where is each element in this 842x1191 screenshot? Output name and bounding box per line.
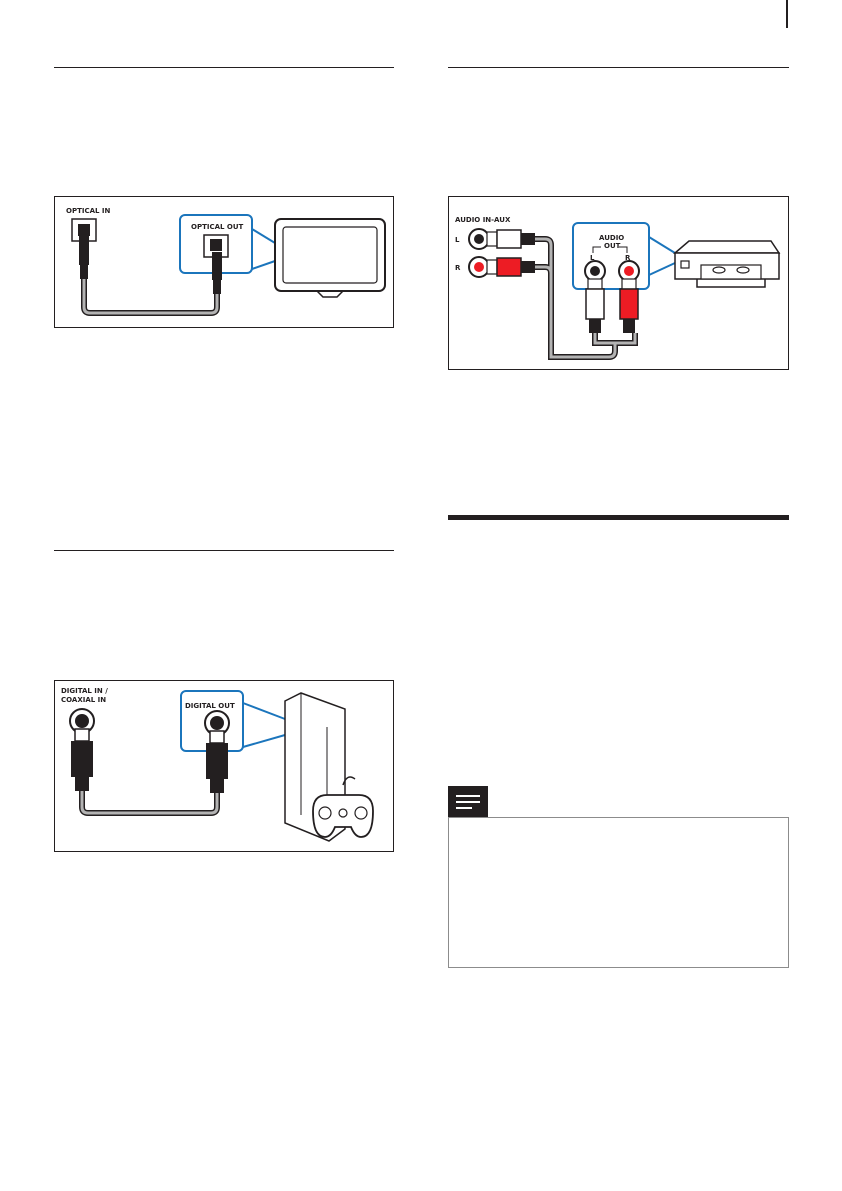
- rca-plug-boot: [521, 261, 535, 273]
- coaxial-cable: [79, 791, 220, 816]
- aux-right-jack-center: [474, 262, 484, 272]
- coaxial-in-label: COAXIAL IN: [61, 696, 106, 704]
- analog-audio-connection-figure: AUDIO IN-AUX L R AUDIO OUT L R: [448, 196, 789, 370]
- aux-left-label: L: [455, 236, 460, 244]
- rca-plug-tip: [486, 259, 498, 275]
- audio-out-left-jack-center: [590, 266, 600, 276]
- audio-out-left-label: L: [590, 254, 595, 262]
- gamepad-dpad: [318, 806, 332, 820]
- audio-out-right-label: R: [625, 254, 631, 262]
- gamepad-buttons: [354, 806, 368, 820]
- red-rca-plug: [496, 257, 522, 277]
- optical-cable: [81, 279, 220, 316]
- optical-plug: [79, 235, 89, 265]
- highlight-pointer: [648, 262, 676, 276]
- rca-plug-tip: [621, 278, 637, 290]
- rca-plug: [206, 743, 228, 779]
- cassette-reel: [712, 266, 726, 274]
- coaxial-connection-figure: DIGITAL IN / COAXIAL IN DIGITAL OUT: [54, 680, 394, 852]
- white-rca-plug: [585, 288, 605, 320]
- aux-left-jack-center: [474, 234, 484, 244]
- note-box: [448, 817, 789, 968]
- coaxial-cable-core: [80, 791, 219, 815]
- rca-plug-boot: [589, 319, 601, 333]
- section-rule: [54, 550, 394, 551]
- optical-cable-core: [82, 279, 219, 315]
- rca-plug-tip: [74, 728, 90, 742]
- tv-screen: [282, 226, 378, 284]
- rca-plug-boot: [75, 777, 89, 791]
- rca-plug-tip: [587, 278, 603, 290]
- highlight-box: [572, 222, 650, 290]
- rca-plug-boot: [210, 779, 224, 793]
- highlight-pointer: [242, 702, 286, 720]
- highlight-pointer: [251, 228, 276, 244]
- white-rca-plug: [496, 229, 522, 249]
- audio-out-right-jack-center: [624, 266, 634, 276]
- optical-socket: [210, 239, 222, 251]
- rca-plug-tip: [486, 231, 498, 247]
- aux-right-label: R: [455, 264, 461, 272]
- audio-in-aux-label: AUDIO IN-AUX: [455, 216, 511, 224]
- digital-out-label: DIGITAL OUT: [185, 702, 235, 710]
- chapter-rule: [448, 515, 789, 520]
- rca-plug-boot: [521, 233, 535, 245]
- coaxial-in-jack-center: [75, 714, 89, 728]
- tv-stand: [316, 290, 344, 298]
- digital-in-label: DIGITAL IN /: [61, 687, 108, 695]
- rca-plug-boot: [623, 319, 635, 333]
- optical-plug-boot: [80, 265, 88, 279]
- red-rca-plug: [619, 288, 639, 320]
- digital-out-jack-center: [210, 716, 224, 730]
- page-edge-rule: [786, 0, 788, 28]
- highlight-pointer: [242, 734, 286, 748]
- cassette-tray: [696, 279, 766, 288]
- cassette-deck-icon: [672, 240, 781, 254]
- section-rule: [54, 67, 394, 68]
- gamepad-cord: [342, 776, 356, 786]
- optical-plug: [212, 252, 222, 280]
- note-icon: [448, 786, 488, 818]
- audio-out-label: AUDIO: [599, 234, 624, 242]
- deck-button: [680, 260, 690, 269]
- optical-socket: [78, 224, 90, 236]
- cassette-reel: [736, 266, 750, 274]
- optical-connection-figure: OPTICAL IN OPTICAL OUT: [54, 196, 394, 328]
- gamepad-center-button: [338, 808, 348, 818]
- audio-out-label-line2: OUT: [604, 242, 621, 250]
- rca-plug-tip: [209, 730, 225, 744]
- optical-in-label: OPTICAL IN: [66, 207, 111, 215]
- section-rule: [448, 67, 789, 68]
- rca-plug: [71, 741, 93, 777]
- highlight-pointer: [251, 260, 276, 270]
- gamepad-icon: [312, 794, 374, 838]
- highlight-pointer: [648, 236, 676, 254]
- analog-cable-core: [535, 237, 637, 359]
- optical-plug-boot: [213, 280, 221, 294]
- cassette-slot: [700, 264, 762, 280]
- out-bracket: [592, 246, 628, 253]
- optical-out-label: OPTICAL OUT: [191, 223, 244, 231]
- tv-icon: [274, 218, 386, 292]
